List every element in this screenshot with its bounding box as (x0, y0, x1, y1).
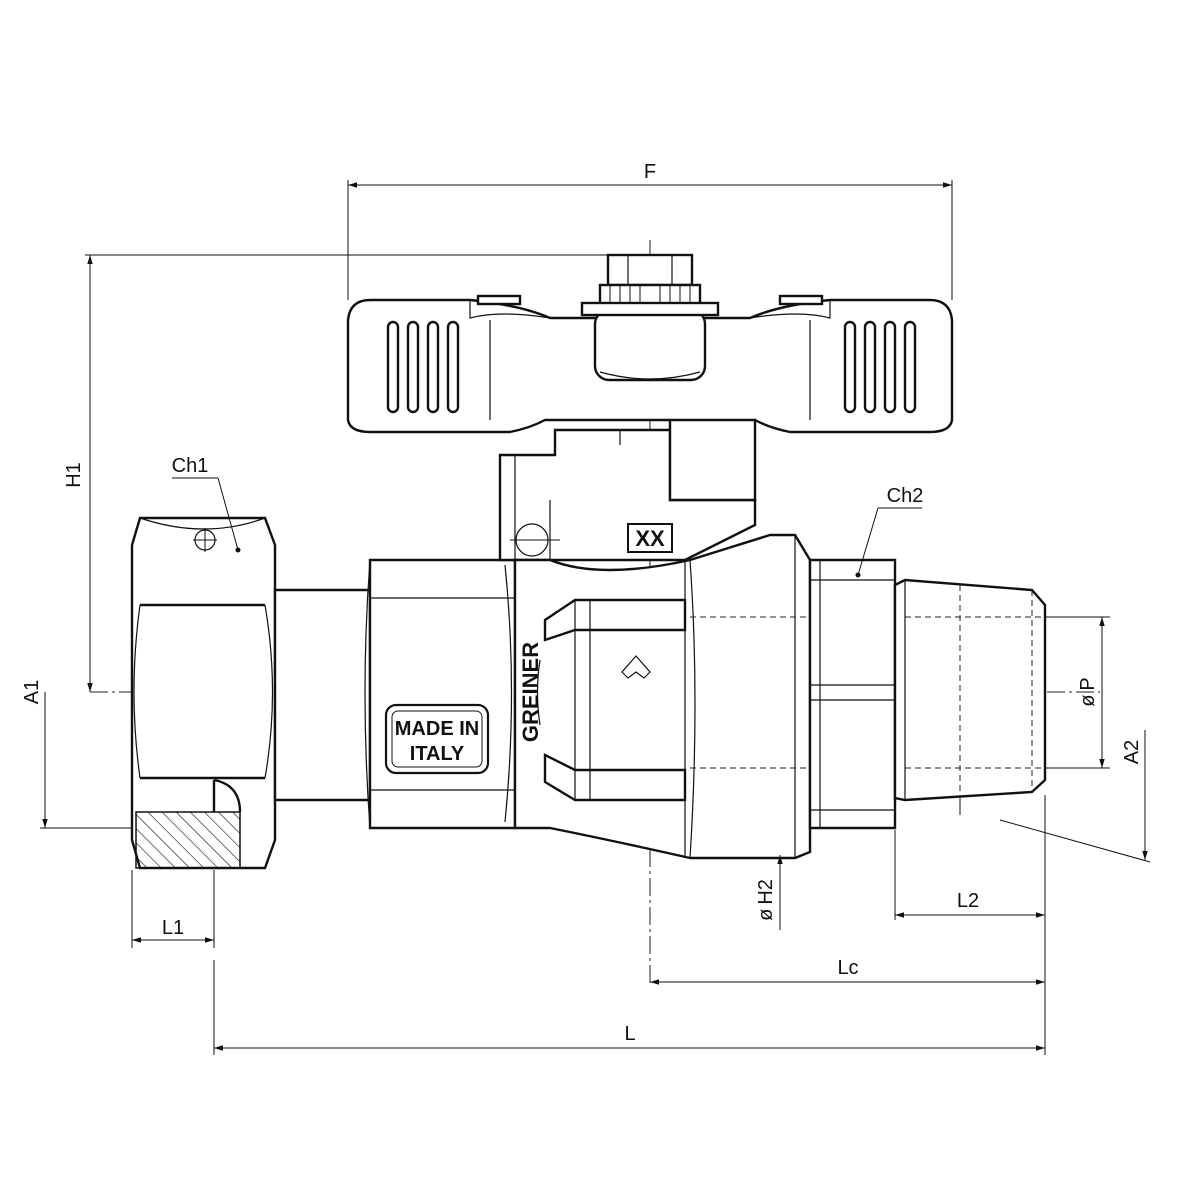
dimension-H1: H1 (63, 254, 650, 692)
dimension-L1: L1 (131, 870, 215, 948)
dim-L-label: L (624, 1023, 635, 1045)
flow-direction-arrow-icon (621, 655, 651, 679)
made-in-italy-stamp: MADE IN ITALY (384, 703, 490, 775)
dim-F-label: F (644, 161, 656, 183)
dim-L1-label: L1 (162, 917, 184, 939)
left-hex-nut (130, 516, 277, 870)
dimension-F: F (347, 161, 953, 300)
dimension-Lc: Lc (650, 957, 1045, 985)
dim-L2-label: L2 (957, 890, 979, 912)
dim-A2-label: A2 (1121, 740, 1143, 764)
callout-ch2-label: Ch2 (887, 485, 924, 507)
size-code-badge: XX (627, 523, 673, 553)
callout-ch1-label: Ch1 (172, 455, 209, 477)
callout-ch2: Ch2 (857, 485, 924, 576)
size-code: XX (635, 526, 665, 551)
left-neck (273, 588, 372, 802)
dimension-H2: øH2 (755, 855, 783, 930)
crosshair-circle-icon (193, 528, 217, 552)
dim-Lc-label: Lc (837, 957, 858, 979)
dim-A1-label: A1 (21, 680, 43, 704)
dim-H2-label: øH2 (755, 879, 777, 921)
dimension-P: øP (1045, 616, 1110, 769)
origin-line1: MADE IN (395, 718, 479, 740)
brand-mark: GREINER (518, 642, 543, 742)
dim-H1-label: H1 (63, 462, 85, 488)
valve-body (498, 428, 900, 860)
dimension-L: L (213, 960, 1045, 1055)
dimension-L2: L2 (894, 795, 1046, 1055)
dimension-A2: A2 (959, 730, 1151, 863)
stem-pin (510, 523, 560, 557)
stem-nut (580, 253, 720, 317)
right-union-nut (808, 558, 897, 830)
dimension-A1: A1 (21, 680, 132, 829)
left-body-hex (364, 558, 524, 830)
right-male-thread (893, 578, 1047, 802)
dim-P-label: øP (1077, 677, 1099, 707)
callout-ch1: Ch1 (172, 455, 239, 551)
butterfly-handle (346, 294, 954, 502)
origin-line2: ITALY (410, 743, 465, 765)
